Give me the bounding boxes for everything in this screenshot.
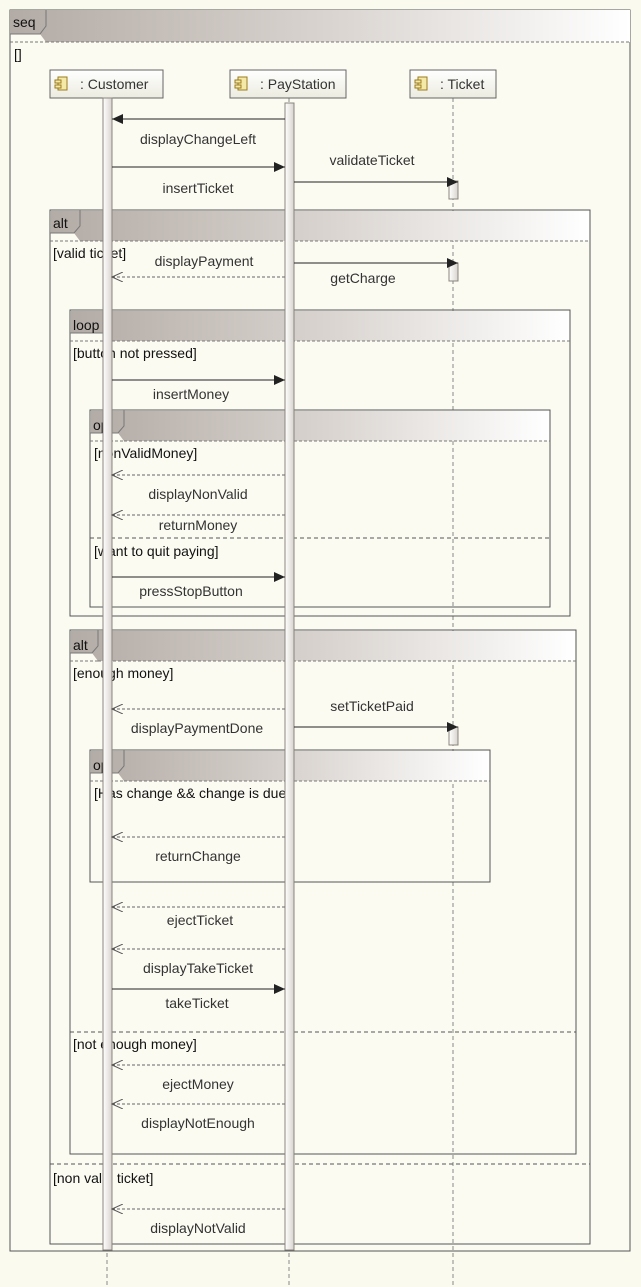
fragment-tag: alt — [73, 637, 88, 653]
guard-has-change: [Has change && change is due] — [94, 785, 290, 801]
lifeline-ticket[interactable]: : Ticket — [409, 69, 497, 99]
component-icon — [54, 76, 68, 91]
guard-button-not-pressed: [button not pressed] — [73, 345, 197, 361]
fragment-opt-money: opt [nonValidMoney] [want to quit paying… — [89, 409, 551, 608]
messages: displayChangeLeft insertTicket validateTic… — [112, 114, 458, 1236]
lifeline-paystation[interactable]: : PayStation — [229, 69, 347, 99]
lifeline-customer[interactable]: : Customer — [49, 69, 164, 99]
fragment-tag: alt — [53, 215, 68, 231]
message-label-displayTakeTicket: displayTakeTicket — [143, 960, 253, 976]
guard-want-to-quit: [want to quit paying] — [94, 543, 219, 559]
message-label-validateTicket: validateTicket — [329, 152, 414, 168]
component-icon — [234, 76, 248, 91]
message-label-returnMoney: returnMoney — [159, 517, 238, 533]
message-label-displayPayment: displayPayment — [155, 253, 254, 269]
guard-valid-ticket: [valid ticket] — [53, 245, 126, 261]
message-label-insertTicket: insertTicket — [162, 180, 233, 196]
lifeline-label: : PayStation — [260, 76, 336, 92]
message-label-displayNotEnough: displayNotEnough — [141, 1115, 255, 1131]
message-label-pressStopButton: pressStopButton — [139, 583, 243, 599]
message-label-displayNotValid: displayNotValid — [150, 1220, 245, 1236]
guard-not-enough-money: [not enough money] — [73, 1036, 197, 1052]
message-label-takeTicket: takeTicket — [165, 995, 228, 1011]
seq-tag: seq — [13, 14, 36, 30]
lifeline-label: : Customer — [80, 76, 149, 92]
guard-enough-money: [enough money] — [73, 665, 173, 681]
message-label-displayChangeLeft: displayChangeLeft — [140, 131, 256, 147]
message-label-ejectTicket: ejectTicket — [167, 912, 234, 928]
guard-non-valid-money: [nonValidMoney] — [94, 445, 197, 461]
message-label-getCharge: getCharge — [330, 270, 396, 286]
message-label-insertMoney: insertMoney — [153, 386, 229, 402]
message-label-displayNonValid: displayNonValid — [148, 486, 247, 502]
message-label-ejectMoney: ejectMoney — [162, 1076, 234, 1092]
lifeline-label: : Ticket — [440, 76, 484, 92]
fragment-tag: loop — [73, 317, 100, 333]
message-label-setTicketPaid: setTicketPaid — [330, 698, 414, 714]
seq-guard: [] — [14, 46, 22, 62]
message-label-displayPaymentDone: displayPaymentDone — [131, 720, 264, 736]
message-label-returnChange: returnChange — [155, 848, 241, 864]
activation-bars — [102, 97, 459, 1251]
component-icon — [414, 76, 428, 91]
